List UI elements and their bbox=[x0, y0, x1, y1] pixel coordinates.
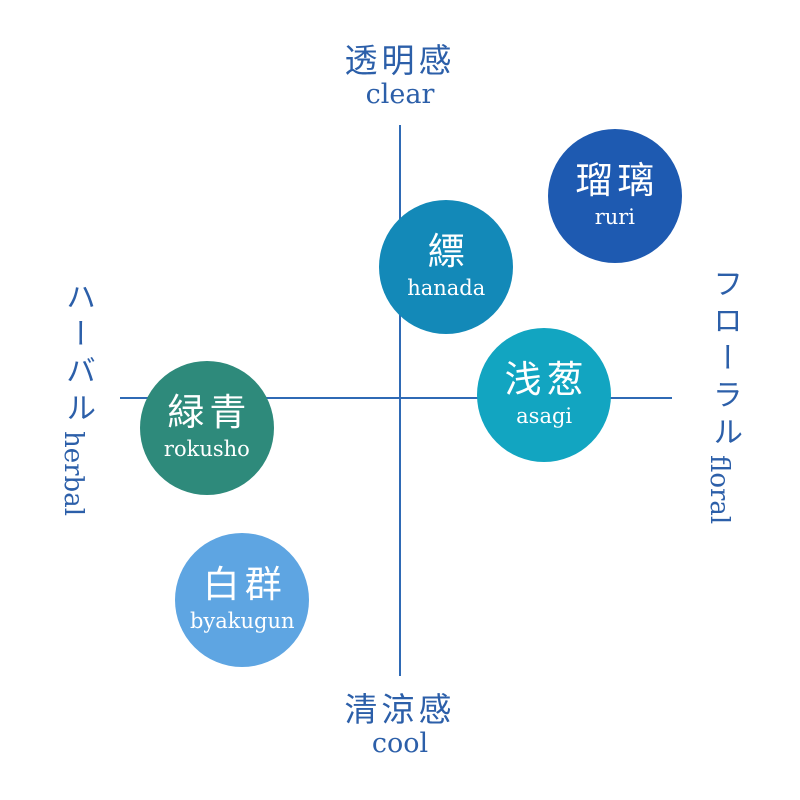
color-name-romaji: hanada bbox=[407, 275, 486, 300]
axis-label-right-jp: フローラル bbox=[707, 268, 742, 453]
color-name-jp: 緑青 bbox=[167, 391, 252, 435]
color-name-jp: 瑠璃 bbox=[575, 158, 660, 202]
axis-label-bottom-jp: 清涼感 bbox=[344, 690, 456, 729]
color-name-romaji: rokusho bbox=[163, 436, 250, 461]
axis-label-left-jp: ハーバル bbox=[60, 281, 95, 429]
axis-label-right-en: floral bbox=[704, 455, 734, 525]
axis-label-left-en: herbal bbox=[58, 431, 88, 517]
axis-label-top: 透明感 clear bbox=[250, 42, 550, 110]
color-name-romaji: byakugun bbox=[189, 608, 295, 633]
color-name-jp: 縹 bbox=[427, 229, 470, 273]
axis-label-bottom: 清涼感 cool bbox=[250, 691, 550, 759]
axis-label-top-jp: 透明感 bbox=[344, 41, 456, 80]
color-name-jp: 白群 bbox=[202, 563, 287, 607]
vertical-axis-line bbox=[399, 125, 401, 676]
color-name-romaji: ruri bbox=[594, 204, 636, 229]
color-name-romaji: asagi bbox=[516, 403, 573, 428]
horizontal-axis-line bbox=[120, 397, 672, 399]
axis-label-bottom-en: cool bbox=[371, 727, 429, 759]
axis-label-top-en: clear bbox=[365, 78, 435, 110]
color-name-jp: 浅葱 bbox=[504, 358, 589, 402]
